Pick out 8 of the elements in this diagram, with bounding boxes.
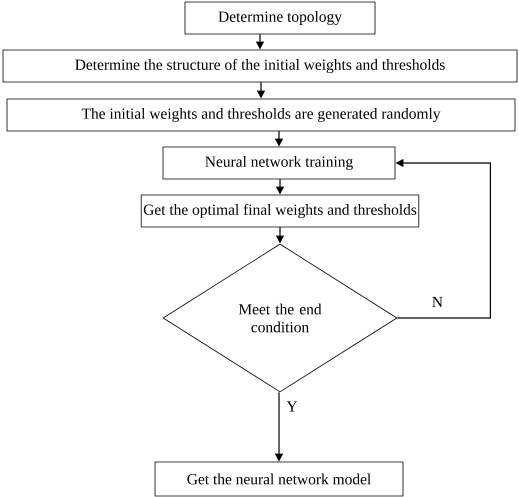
process-box: Neural network training [162, 146, 396, 180]
process-box: Get the optimal final weights and thresholds [140, 194, 420, 228]
edge-label: Y [286, 401, 298, 412]
process-box: Get the neural network model [154, 462, 404, 496]
process-box: Determine topology [184, 2, 376, 34]
process-box: The initial weights and thresholds are generated randomly [6, 98, 516, 132]
edge-label: N [432, 296, 443, 308]
process-box: Determine the structure of the initial weights and thresholds [2, 50, 518, 82]
